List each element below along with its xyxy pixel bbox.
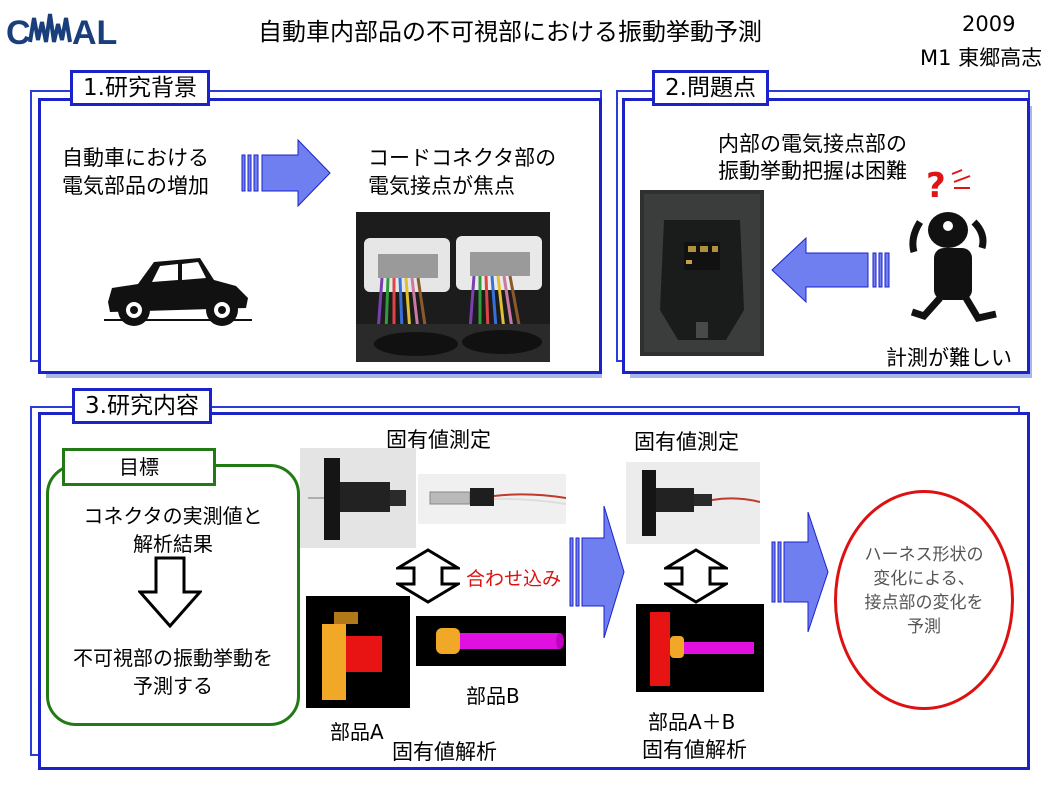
- car-icon: [104, 258, 252, 326]
- section1-right-line1: コードコネクタ部の: [368, 146, 557, 170]
- part-ab-label: 部品A＋B: [648, 710, 736, 734]
- page-title: 自動車内部品の不可視部における振動挙動予測: [258, 18, 762, 46]
- year: 2009: [962, 12, 1016, 36]
- section1-left-line1: 自動車における: [62, 146, 209, 170]
- part-b-model: [416, 616, 566, 666]
- section1-left-line2: 電気部品の増加: [62, 174, 209, 198]
- block-arrow-right-icon: [771, 511, 829, 633]
- measure-difficult: 計測が難しい: [886, 346, 1012, 370]
- svg-text:C: C: [6, 14, 30, 50]
- author: M1 東郷高志: [920, 46, 1043, 70]
- section1-right-line2: 電気接点が焦点: [368, 174, 515, 198]
- result-line2: 変化による、: [873, 569, 975, 589]
- goal-line4: 予測する: [133, 674, 213, 698]
- result-line4: 予測: [907, 617, 941, 637]
- part-b-photo: [418, 474, 566, 524]
- alarm-lines-icon: [951, 169, 971, 189]
- confused-person-icon: [909, 212, 997, 322]
- double-vertical-arrow-icon-2: [664, 548, 728, 604]
- match-label: 合わせ込み: [466, 568, 562, 590]
- svg-text:AL: AL: [72, 14, 117, 50]
- part-a-label: 部品A: [330, 720, 384, 744]
- section2-line2: 振動挙動把握は困難: [718, 159, 907, 183]
- eig-measure-label-2: 固有値測定: [634, 430, 739, 454]
- section3-tab: 3.研究内容: [72, 388, 212, 424]
- question-mark: ?: [926, 166, 946, 206]
- down-arrow-icon: [138, 556, 202, 628]
- block-arrow-right-icon: [569, 505, 625, 639]
- connector-photo: [356, 212, 550, 362]
- goal-line1: コネクタの実測値と: [83, 504, 263, 528]
- result-ellipse: [834, 490, 1014, 710]
- block-arrow-left-icon: [771, 236, 890, 304]
- logo: C AL: [6, 10, 118, 52]
- result-line3: 接点部の変化を: [864, 593, 984, 613]
- contact-photo: [640, 190, 764, 356]
- double-vertical-arrow-icon: [396, 548, 460, 604]
- logo-icon: C AL: [6, 13, 117, 52]
- section1-tab: 1.研究背景: [70, 70, 210, 106]
- part-a-photo: [300, 448, 416, 548]
- section2-tab: 2.問題点: [652, 70, 769, 106]
- section2-line1: 内部の電気接点部の: [718, 132, 907, 156]
- eig-analysis-label-1: 固有値解析: [392, 740, 497, 764]
- goal-label: 目標: [62, 448, 216, 486]
- block-arrow-right-icon: [241, 138, 331, 208]
- part-ab-photo: [626, 462, 760, 544]
- result-line1: ハーネス形状の: [864, 545, 984, 565]
- part-b-label: 部品B: [466, 684, 520, 708]
- part-a-model: [306, 596, 410, 708]
- goal-line3: 不可視部の振動挙動を: [73, 646, 273, 670]
- goal-line2: 解析結果: [133, 532, 213, 556]
- eig-analysis-label-2: 固有値解析: [642, 738, 747, 762]
- part-ab-model: [636, 604, 764, 692]
